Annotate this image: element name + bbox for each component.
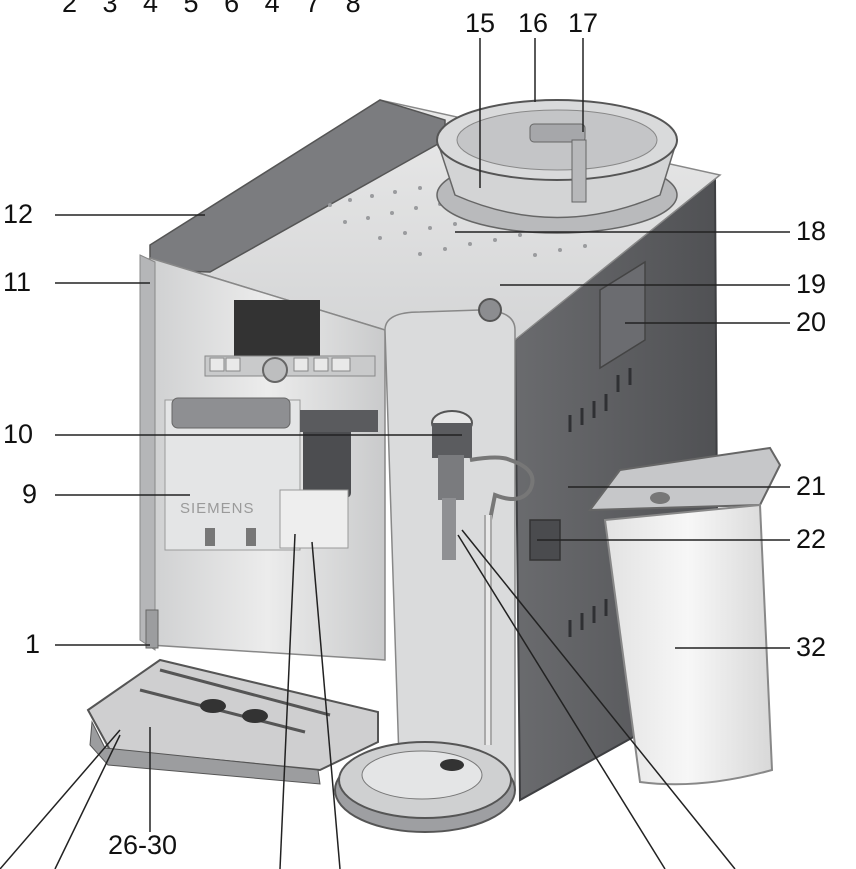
label-15: 15 — [465, 8, 496, 38]
label-1: 1 — [25, 629, 41, 659]
label-19: 19 — [796, 269, 827, 299]
label-10: 10 — [3, 419, 34, 449]
leader-lines — [0, 38, 790, 869]
label-20: 20 — [796, 307, 827, 337]
label-17: 17 — [568, 8, 599, 38]
label-12: 12 — [3, 199, 34, 229]
power-button — [478, 298, 502, 322]
grounds-drawer — [334, 741, 516, 833]
center-column — [384, 298, 535, 791]
drip-tray — [86, 658, 379, 785]
label-16: 16 — [518, 8, 549, 38]
machine-front-body: SIEMENS — [139, 254, 386, 661]
milk-container — [587, 446, 782, 786]
label-22: 22 — [796, 524, 827, 554]
label-32: 32 — [796, 632, 827, 662]
control-knob — [262, 357, 288, 383]
brand-logo: SIEMENS — [180, 500, 255, 517]
label-9: 9 — [22, 479, 38, 509]
display-screen — [234, 300, 320, 358]
label-26-30: 26-30 — [108, 830, 178, 860]
bean-container — [435, 99, 679, 234]
label-top-row: 2 3 4 5 6 4 7 8 — [62, 0, 361, 18]
label-18: 18 — [796, 216, 827, 246]
label-11: 11 — [3, 267, 32, 297]
label-21: 21 — [796, 471, 827, 501]
